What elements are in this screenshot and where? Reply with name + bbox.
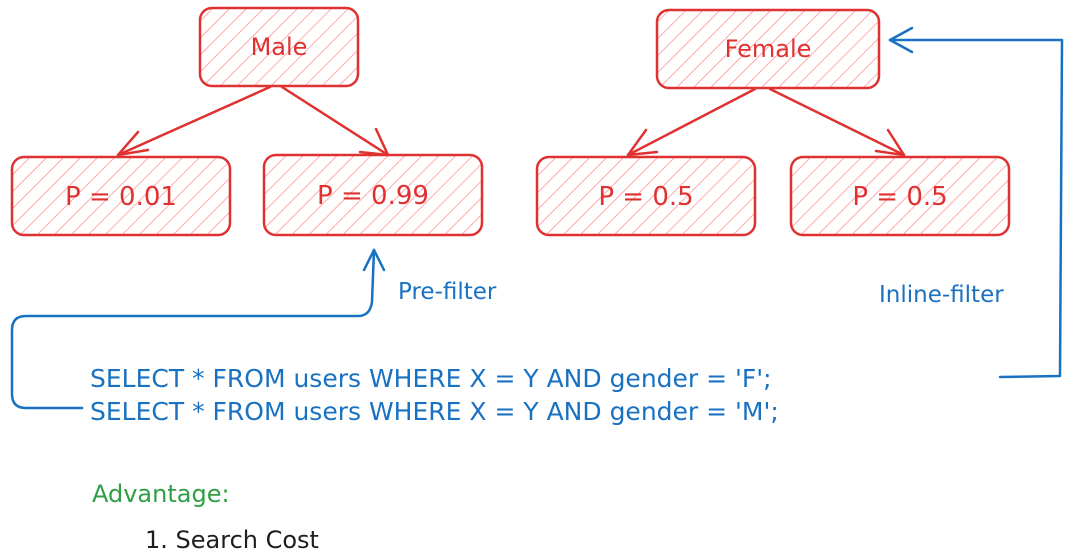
- node-male-p-high-label: P = 0.99: [317, 181, 429, 211]
- node-female-p-left-label: P = 0.5: [598, 182, 693, 212]
- arrow-female-to-p-right: [768, 87, 906, 157]
- advantage-title: Advantage:: [92, 480, 230, 508]
- arrow-female-to-p-left: [626, 87, 757, 157]
- advantage-item: 1. Search Cost: [145, 526, 319, 554]
- node-male-p-low: P = 0.01: [10, 155, 232, 237]
- arrow-male-to-p-low: [116, 85, 272, 157]
- node-female: Female: [655, 8, 881, 90]
- sql-query-female: SELECT * FROM users WHERE X = Y AND gend…: [90, 364, 772, 393]
- pre-filter-label: Pre-filter: [398, 279, 497, 305]
- inline-filter-arrow: [888, 26, 1064, 379]
- node-female-p-right-label: P = 0.5: [852, 182, 947, 212]
- pre-filter-arrow: [10, 248, 386, 410]
- node-female-label: Female: [725, 35, 812, 63]
- node-male-p-high: P = 0.99: [262, 153, 484, 237]
- node-male-p-low-label: P = 0.01: [65, 182, 177, 212]
- node-female-p-left: P = 0.5: [535, 155, 757, 237]
- node-female-p-right: P = 0.5: [789, 155, 1011, 237]
- node-male-label: Male: [251, 33, 308, 61]
- inline-filter-label: Inline-filter: [879, 282, 1004, 308]
- arrow-male-to-p-high: [280, 85, 390, 157]
- node-male: Male: [198, 6, 360, 88]
- sql-query-male: SELECT * FROM users WHERE X = Y AND gend…: [90, 397, 779, 426]
